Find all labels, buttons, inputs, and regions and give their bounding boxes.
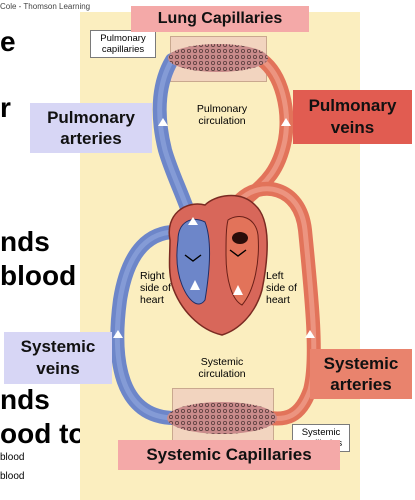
lung-capillaries-label: Lung Capillaries bbox=[131, 6, 309, 32]
slide-text-fragment: nds bbox=[0, 384, 50, 415]
systemic-capillaries-label: Systemic Capillaries bbox=[118, 440, 340, 470]
pulmonary-arteries-label: Pulmonary arteries bbox=[30, 103, 152, 153]
image-credit: Cole - Thomson Learning bbox=[0, 2, 91, 11]
slide-text-fragment: e bbox=[0, 26, 16, 57]
pulmonary-circulation-label: Pulmonary circulation bbox=[196, 103, 248, 127]
slide-text-fragment: nds bbox=[0, 226, 50, 257]
systemic-circulation-label: Systemic circulation bbox=[198, 356, 246, 380]
slide-text-fragment: blood bbox=[0, 260, 77, 291]
systemic-veins-label: Systemic veins bbox=[4, 332, 112, 384]
slide-text-fragment: blood bbox=[0, 471, 25, 482]
pulmonary-capillaries-label-box: Pulmonary capillaries bbox=[90, 30, 156, 58]
slide-text-fragment: r bbox=[0, 92, 11, 123]
pulmonary-capillaries-label: Pulmonary capillaries bbox=[100, 33, 146, 55]
slide-text-fragment: ood to bbox=[0, 418, 86, 449]
slide-text-fragment: blood bbox=[0, 452, 25, 463]
flow-arrow bbox=[158, 118, 168, 126]
right-side-of-heart-label: Right side of heart bbox=[140, 270, 171, 306]
pulmonary-veins-label: Pulmonary veins bbox=[293, 90, 412, 144]
systemic-arteries-label: Systemic arteries bbox=[310, 349, 412, 399]
left-side-of-heart-label: Left side of heart bbox=[266, 270, 297, 306]
flow-arrow bbox=[113, 330, 123, 338]
flow-arrow bbox=[305, 330, 315, 338]
flow-arrow bbox=[281, 118, 291, 126]
